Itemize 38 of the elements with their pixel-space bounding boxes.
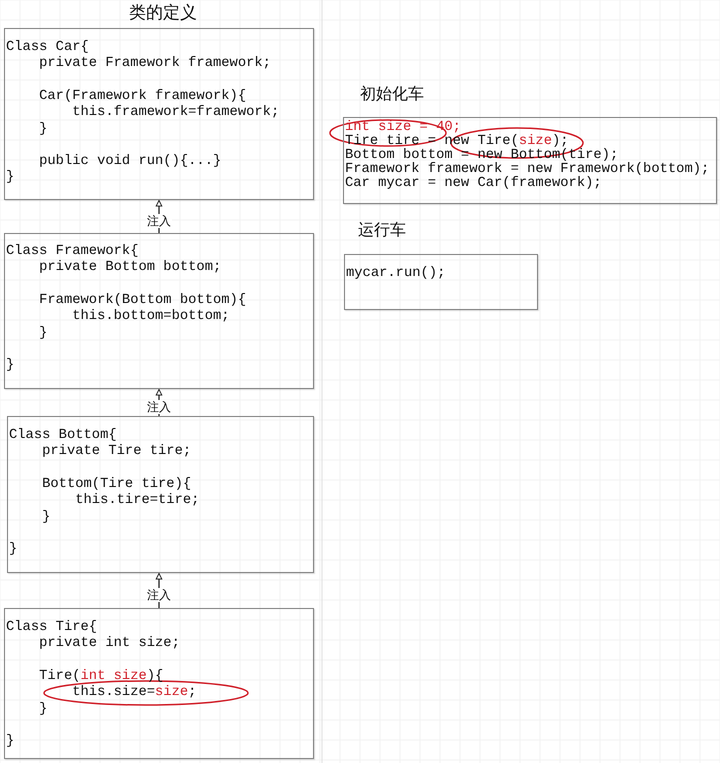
code-line: mycar.run(); bbox=[346, 266, 446, 282]
edge-label: 注入 bbox=[146, 400, 172, 414]
code-line: this.tire=tire; bbox=[74, 493, 200, 510]
code-box bbox=[4, 608, 314, 759]
code-line: } bbox=[6, 734, 14, 750]
section-heading: 类的定义 bbox=[128, 2, 198, 24]
code-box bbox=[4, 28, 314, 200]
code-line: } bbox=[38, 702, 48, 718]
code-line: private Bottom bottom; bbox=[38, 260, 222, 276]
code-line: this.framework=framework; bbox=[71, 105, 280, 122]
code-line: Framework(Bottom bottom){ bbox=[38, 292, 246, 309]
code-line: } bbox=[38, 122, 48, 138]
code-line: private Tire tire; bbox=[41, 444, 192, 460]
code-box bbox=[4, 233, 314, 389]
edge-label: 注入 bbox=[146, 214, 172, 228]
code-line: public void run(){...} bbox=[38, 154, 222, 170]
code-line: Bottom(Tire tire){ bbox=[41, 476, 192, 493]
section-heading: 初始化车 bbox=[360, 84, 424, 105]
code-line: } bbox=[38, 326, 48, 342]
code-line: Class Tire{ bbox=[6, 620, 98, 636]
code-line: private Framework framework; bbox=[38, 56, 271, 72]
code-line: Car(Framework framework){ bbox=[38, 88, 246, 105]
section-heading: 运行车 bbox=[358, 220, 406, 241]
code-line: } bbox=[9, 542, 18, 558]
edge-label: 注入 bbox=[146, 588, 172, 602]
code-line: private int size; bbox=[38, 636, 180, 652]
code-box bbox=[7, 416, 314, 573]
code-line: this.size=size; bbox=[71, 685, 196, 702]
code-line: } bbox=[6, 358, 14, 374]
code-line: Framework framework = new Framework(bottom); bbox=[345, 162, 710, 177]
code-line: Car mycar = new Car(framework); bbox=[345, 176, 602, 192]
code-line: this.bottom=bottom; bbox=[71, 309, 230, 326]
code-line: } bbox=[41, 510, 50, 526]
code-line: Class Framework{ bbox=[6, 244, 138, 260]
code-line: Class Car{ bbox=[6, 40, 89, 56]
code-line: } bbox=[6, 170, 14, 186]
code-line: Tire(int size){ bbox=[38, 668, 164, 685]
code-line: Class Bottom{ bbox=[9, 428, 117, 444]
